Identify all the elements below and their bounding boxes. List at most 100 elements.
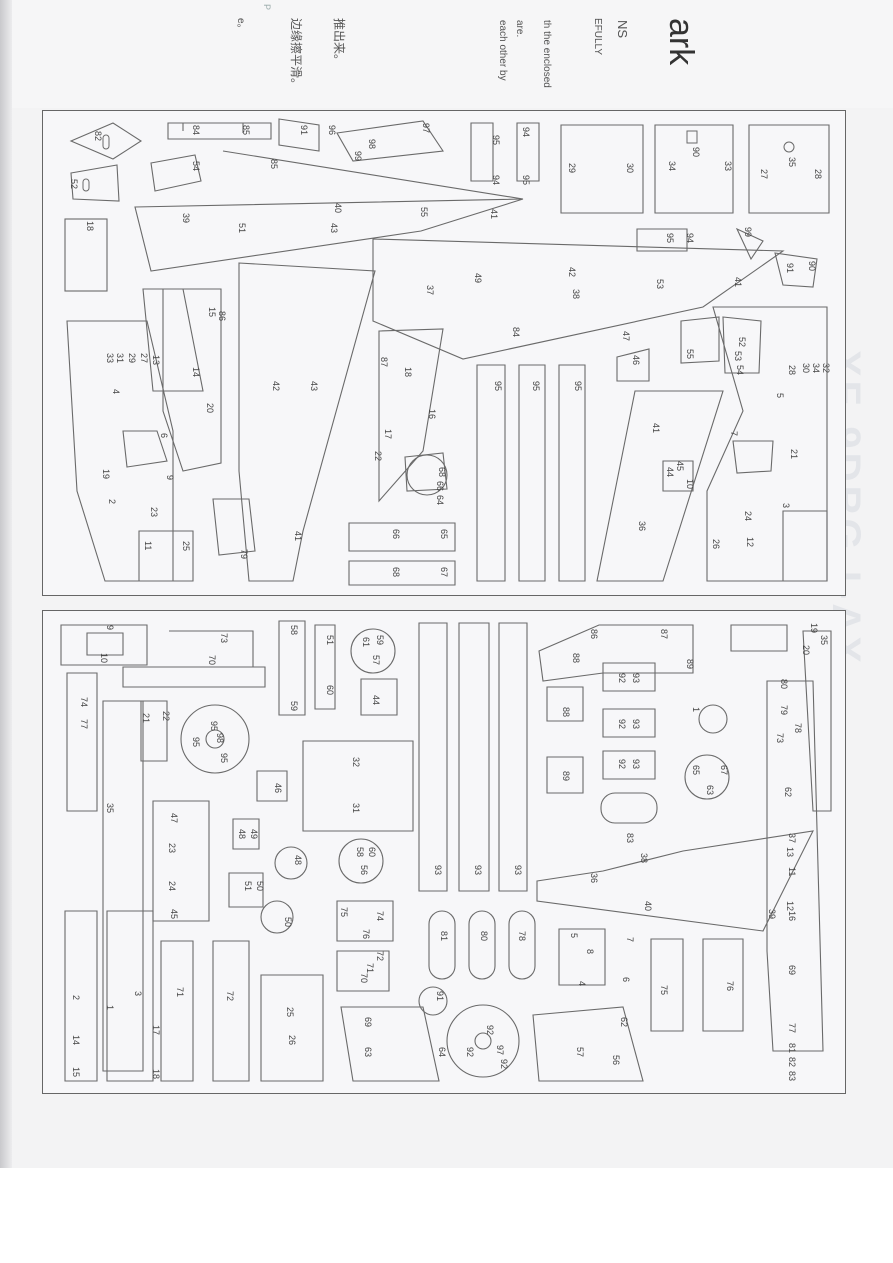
instruction-line-2: are. xyxy=(514,20,525,38)
bottom-sheet-part-number: 80 xyxy=(779,679,789,689)
bottom-sheet-part-number: 75 xyxy=(659,985,669,995)
bottom-sheet-part-number: 70 xyxy=(359,973,369,983)
top-sheet-part-number: 14 xyxy=(191,367,201,377)
bottom-sheet-part-number: 59 xyxy=(289,701,299,711)
bottom-sheet-part-number: 95 xyxy=(219,753,229,763)
bottom-sheet-part-number: 92 xyxy=(485,1025,495,1035)
bottom-sheet-part-number: 92 xyxy=(617,719,627,729)
bottom-sheet-part-number: 78 xyxy=(793,723,803,733)
top-sheet-part-number: 29 xyxy=(127,353,137,363)
bottom-sheet-part-number: 65 xyxy=(691,765,701,775)
bottom-sheet-part-number: 51 xyxy=(325,635,335,645)
bottom-sheet-part-number: 71 xyxy=(175,987,185,997)
bottom-sheet-part-number: 13 xyxy=(785,847,795,857)
bottom-sheet-part-number: 49 xyxy=(249,829,259,839)
bottom-sheet-part-number: 24 xyxy=(167,881,177,891)
top-sheet-part-number: 18 xyxy=(85,221,95,231)
bottom-sheet-part-number: 76 xyxy=(725,981,735,991)
bottom-sheet-part-number: 70 xyxy=(207,655,217,665)
bottom-sheet-part-number: 72 xyxy=(375,951,385,961)
bottom-sheet-part-number: 48 xyxy=(237,829,247,839)
bottom-sheet-part-number: 93 xyxy=(631,673,641,683)
bottom-sheet-part-number: 26 xyxy=(287,1035,297,1045)
top-sheet-part-number: 98 xyxy=(367,139,377,149)
bottom-sheet-part-number: 18 xyxy=(151,1069,161,1079)
bottom-sheet-part-number: 37 xyxy=(787,833,797,843)
top-sheet-part-number: 43 xyxy=(329,223,339,233)
instruction-line-1: th the enclosed xyxy=(541,20,552,88)
top-sheet-part-number: 34 xyxy=(811,363,821,373)
bottom-sheet-part-number: 95 xyxy=(209,721,219,731)
bottom-sheet-part-number: 51 xyxy=(243,881,253,891)
bottom-sheet-part-number: 31 xyxy=(351,803,361,813)
top-sheet-part-number: 13 xyxy=(151,355,161,365)
top-sheet-part-number: 11 xyxy=(143,541,153,550)
bottom-sheet-part-number: 35 xyxy=(105,803,115,813)
top-sheet-part-number: 90 xyxy=(691,147,701,157)
edge-char-2: e。 xyxy=(235,18,246,34)
bottom-sheet-part-number: 58 xyxy=(289,625,299,635)
top-sheet-part-number: 95 xyxy=(491,135,501,145)
bottom-sheet-part-number: 1 xyxy=(105,1005,115,1010)
bottom-sheet-part-number: 89 xyxy=(685,659,695,669)
top-sheet-part-number: 55 xyxy=(685,349,695,359)
bottom-sheet-part-number: 93 xyxy=(433,865,443,875)
top-sheet-part-number: 85 xyxy=(269,159,279,169)
bottom-sheet-part-number: 92 xyxy=(617,673,627,683)
top-sheet-part-number: 40 xyxy=(333,203,343,213)
bottom-sheet-part-number: 75 xyxy=(339,907,349,917)
top-sheet-part-number: 95 xyxy=(521,175,531,185)
bottom-sheet-part-number: 62 xyxy=(619,1017,629,1027)
top-sheet-part-number: 12 xyxy=(745,537,755,547)
bottom-sheet-part-number: 56 xyxy=(611,1055,621,1065)
bottom-sheet-part-number: 4 xyxy=(577,981,587,986)
top-sheet-part-number: 53 xyxy=(733,351,743,361)
top-sheet-part-number: 66 xyxy=(391,529,401,539)
top-sheet-part-number: 30 xyxy=(625,163,635,173)
top-sheet-part-number: 29 xyxy=(567,163,577,173)
top-sheet-part-number: 18 xyxy=(403,367,413,377)
top-sheet-part-number: 97 xyxy=(421,123,431,133)
top-sheet-part-number: 27 xyxy=(139,353,149,363)
bottom-sheet-part-number: 80 xyxy=(479,931,489,941)
top-sheet-part-number: 67 xyxy=(439,567,449,577)
bottom-sheet-part-number: 87 xyxy=(659,629,669,639)
top-sheet-part-number: 49 xyxy=(473,273,483,283)
top-sheet-part-number: 35 xyxy=(787,157,797,167)
top-sheet-part-number: 52 xyxy=(737,337,747,347)
edge-char-1: P xyxy=(262,4,272,11)
top-sheet-part-number: 10 xyxy=(685,479,695,489)
bottom-sheet-part-number: 78 xyxy=(517,931,527,941)
bottom-sheet-part-number: 63 xyxy=(363,1047,373,1057)
bottom-sheet-part-number: 93 xyxy=(513,865,523,875)
top-sheet-part-number: 36 xyxy=(637,521,647,531)
bottom-sheet-part-number: 91 xyxy=(435,991,445,1001)
bottom-sheet-part-number: 88 xyxy=(571,653,581,663)
top-sheet-part-number: 90 xyxy=(807,261,817,271)
cn-line-1: 推出来。 xyxy=(332,18,346,67)
bottom-sheet-part-number: 58 xyxy=(355,847,365,857)
top-sheet-part-number: 64 xyxy=(435,495,445,505)
top-sheet-part-number: 68 xyxy=(391,567,401,577)
top-sheet-part-number: 87 xyxy=(379,357,389,367)
top-sheet-part-number: 41 xyxy=(733,277,743,287)
top-sheet-part-number: 96 xyxy=(327,125,337,135)
bottom-sheet-part-number: 38 xyxy=(639,853,649,863)
bottom-sheet-part-number: 11 xyxy=(787,867,797,876)
top-sheet-part-number: 33 xyxy=(723,161,733,171)
bottom-sheet-part-number: 89 xyxy=(561,771,571,781)
bottom-sheet-part-number: 46 xyxy=(273,783,283,793)
top-sheet-part-number: 42 xyxy=(271,381,281,391)
top-sheet-part-number: 22 xyxy=(373,451,383,461)
bottom-sheet-part-number: 19 xyxy=(809,623,819,633)
bottom-sheet-part-number: 81 xyxy=(787,1043,797,1053)
bottom-sheet-part-number: 73 xyxy=(219,633,229,643)
top-sheet-part-number: 42 xyxy=(567,267,577,277)
top-sheet-part-number: 66 xyxy=(435,481,445,491)
bottom-sheet-part-number: 6 xyxy=(621,977,631,982)
top-sheet-part-number: 39 xyxy=(181,213,191,223)
top-sheet-part-number: 28 xyxy=(813,169,823,179)
bottom-sheet-part-number: 32 xyxy=(351,757,361,767)
